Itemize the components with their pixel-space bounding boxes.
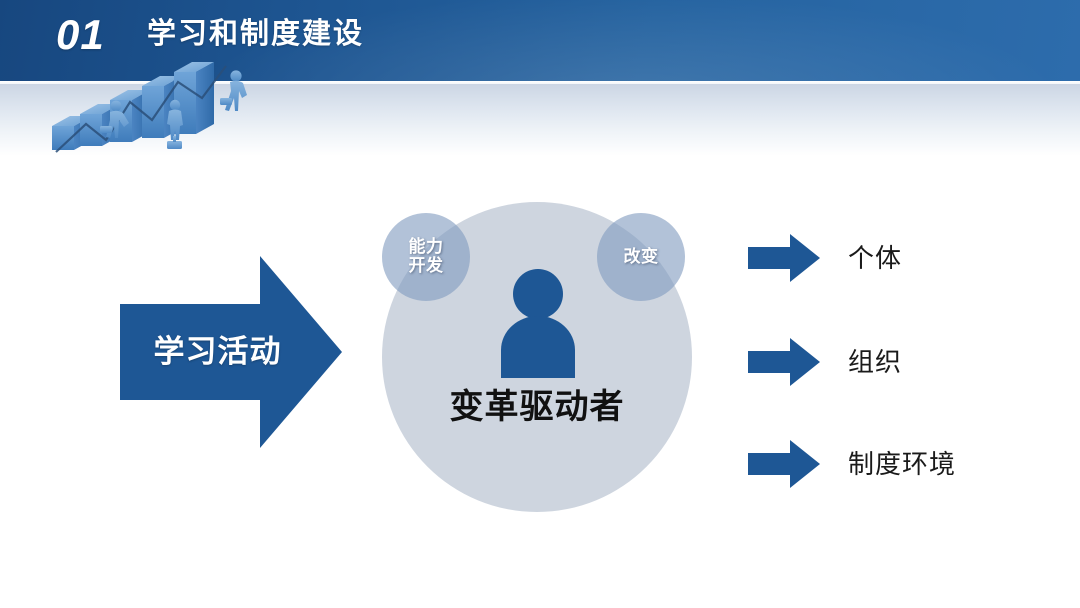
- input-arrow: [120, 256, 342, 448]
- output-label-institutional-environment: 制度环境: [848, 449, 957, 479]
- output-label-organization: 组织: [848, 347, 903, 377]
- output-row-individual: 个体: [748, 234, 902, 282]
- growth-bars-businessmen-graphic: [44, 58, 364, 158]
- core-label: 变革驱动者: [449, 388, 625, 426]
- header-underline: [0, 81, 1080, 84]
- output-row-institutional-environment: 制度环境: [748, 440, 956, 488]
- section-number: 01: [56, 11, 105, 58]
- output-row-organization: 组织: [748, 338, 902, 386]
- output-arrow-icon: [748, 234, 820, 282]
- output-arrow-icon: [748, 338, 820, 386]
- input-arrow-label: 学习活动: [153, 334, 282, 369]
- person-icon: [493, 268, 583, 378]
- page-title: 学习和制度建设: [147, 18, 365, 50]
- output-label-individual: 个体: [848, 243, 903, 273]
- attribute-circle-capability: 能力 开发: [382, 213, 470, 301]
- attribute-circle-capability-label: 能力 开发: [408, 237, 444, 275]
- output-arrow-icon: [748, 440, 820, 488]
- attribute-circle-change: 改变: [597, 213, 685, 301]
- attribute-circle-change-label: 改变: [623, 246, 659, 266]
